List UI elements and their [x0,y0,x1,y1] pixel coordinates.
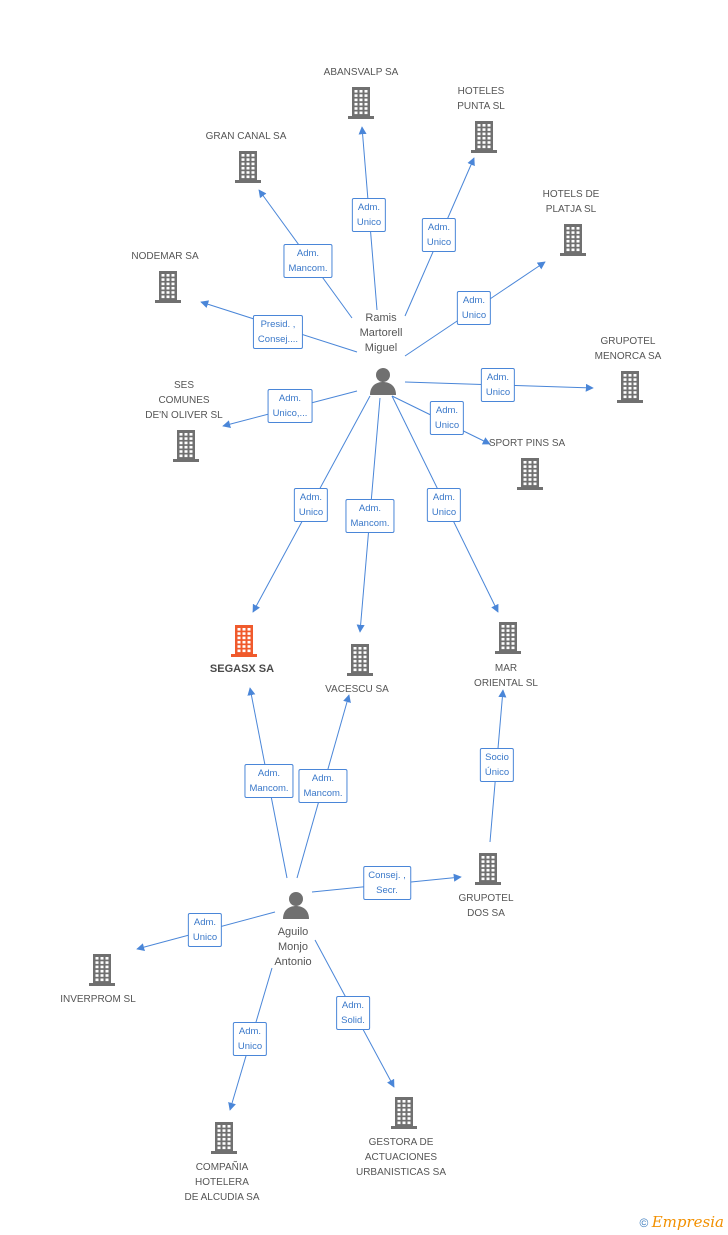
company-name-gran_canal[interactable]: GRAN CANAL SA [205,131,287,142]
role-badge-ramis-to-grupotel_menorca[interactable]: Adm. Unico [480,368,516,402]
role-badge-aguilo-to-inverprom[interactable]: Adm. Unico [187,913,223,947]
company-name-hotels_platja[interactable]: HOTELS DE PLATJA SL [542,189,600,215]
company-name-mar_oriental[interactable]: MAR ORIENTAL SL [474,663,538,689]
brand-footer: © Empresia [640,1213,724,1231]
building-icon[interactable] [557,222,589,261]
building-icon[interactable] [232,149,264,188]
building-icon[interactable] [208,1120,240,1159]
person-name-ramis[interactable]: Ramis Martorell Miguel [359,312,403,354]
role-badge-grupotel_dos-to-mar_oriental[interactable]: Socio Único [479,748,515,782]
role-badge-ramis-to-abansvalp[interactable]: Adm. Unico [351,198,387,232]
brand-logo: Empresia [651,1213,724,1231]
role-badge-ramis-to-sport_pins[interactable]: Adm. Unico [429,401,465,435]
role-badge-aguilo-to-grupotel_dos[interactable]: Consej. , Secr. [363,866,411,900]
building-icon[interactable] [514,456,546,495]
role-badge-ramis-to-segasx[interactable]: Adm. Unico [293,488,329,522]
company-name-grupotel_menorca[interactable]: GRUPOTEL MENORCA SA [594,336,662,362]
building-icon[interactable] [468,119,500,158]
company-name-segasx[interactable]: SEGASX SA [209,663,275,675]
role-badge-ramis-to-hoteles_punta[interactable]: Adm. Unico [421,218,457,252]
role-badge-ramis-to-nodemar[interactable]: Presid. , Consej.... [252,315,304,349]
company-name-abansvalp[interactable]: ABANSVALP SA [323,67,399,78]
role-badge-ramis-to-mar_oriental[interactable]: Adm. Unico [426,488,462,522]
company-name-ses_comunes[interactable]: SES COMUNES DE'N OLIVER SL [145,380,223,421]
role-badge-ramis-to-hotels_platja[interactable]: Adm. Unico [456,291,492,325]
company-name-gestora[interactable]: GESTORA DE ACTUACIONES URBANISTICAS SA [355,1137,447,1178]
person-name-aguilo[interactable]: Aguilo Monjo Antonio [274,926,312,968]
role-badge-ramis-to-ses_comunes[interactable]: Adm. Unico,... [267,389,313,423]
company-name-vacescu[interactable]: VACESCU SA [325,684,389,695]
company-name-compania_hotelera[interactable]: COMPAÑIA HOTELERA DE ALCUDIA SA [184,1162,260,1203]
company-name-inverprom[interactable]: INVERPROM SL [60,994,136,1005]
building-icon[interactable] [345,85,377,124]
copyright-symbol: © [639,1216,649,1230]
role-badge-aguilo-to-gestora[interactable]: Adm. Solid. [336,996,370,1030]
person-icon[interactable] [368,366,398,401]
role-badge-aguilo-to-compania_hotelera[interactable]: Adm. Unico [232,1022,268,1056]
company-name-grupotel_dos[interactable]: GRUPOTEL DOS SA [458,893,514,919]
building-icon[interactable] [472,851,504,890]
person-icon[interactable] [281,890,311,925]
role-badge-ramis-to-vacescu[interactable]: Adm. Mancom. [345,499,395,533]
role-badge-ramis-to-gran_canal[interactable]: Adm. Mancom. [283,244,333,278]
company-name-sport_pins[interactable]: SPORT PINS SA [488,438,566,449]
building-icon[interactable] [152,269,184,308]
building-icon[interactable] [228,623,260,662]
building-icon[interactable] [614,369,646,408]
company-name-nodemar[interactable]: NODEMAR SA [131,251,199,262]
building-icon[interactable] [492,620,524,659]
building-icon[interactable] [344,642,376,681]
building-icon[interactable] [170,428,202,467]
building-icon[interactable] [388,1095,420,1134]
role-badge-aguilo-to-segasx[interactable]: Adm. Mancom. [244,764,294,798]
building-icon[interactable] [86,952,118,991]
role-badge-aguilo-to-vacescu[interactable]: Adm. Mancom. [298,769,348,803]
company-name-hoteles_punta[interactable]: HOTELES PUNTA SL [457,86,505,112]
